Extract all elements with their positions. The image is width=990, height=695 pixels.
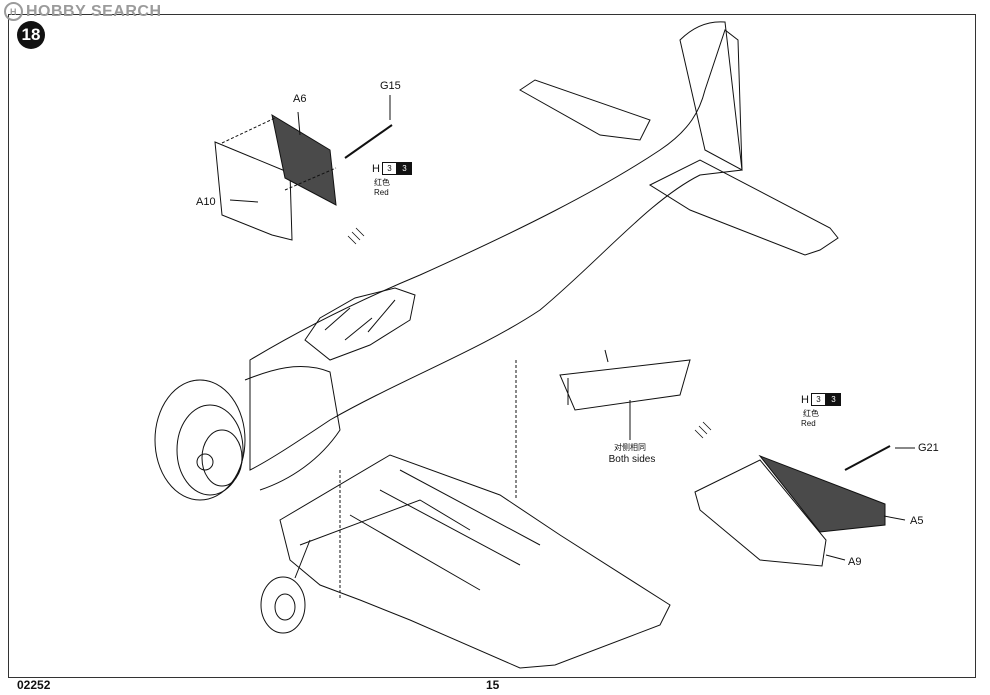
landing-wheel (260, 576, 306, 634)
label-a5: A5 (910, 515, 924, 527)
watermark: H HOBBY SEARCH (4, 2, 162, 21)
paint-callout-top: H 3 3 (372, 162, 412, 175)
paint-name-en-right: Red (801, 419, 816, 428)
note-zh: 对侧相同 (614, 443, 646, 452)
label-g15: G15 (380, 80, 401, 92)
canopy (304, 287, 416, 361)
fuselage-outline (249, 29, 743, 471)
product-code: 02252 (17, 678, 51, 692)
paint-code-box-filled: 3 (396, 162, 412, 175)
page-number: 15 (486, 678, 500, 692)
part-g15 (344, 124, 393, 159)
horizontal-stabilizer-left (519, 79, 651, 141)
step-number-badge: 18 (17, 21, 45, 49)
propeller-hub (196, 453, 214, 471)
label-g21: G21 (918, 442, 939, 454)
watermark-text: HOBBY SEARCH (26, 2, 162, 20)
panel-a5 (758, 454, 886, 533)
paint-letter: H (801, 393, 809, 406)
horizontal-stabilizer (648, 159, 839, 256)
side-panel (559, 359, 691, 411)
paint-code-box: 3 (810, 393, 826, 406)
label-a10: A10 (196, 196, 216, 208)
paint-letter: H (372, 162, 380, 175)
part-g21 (844, 445, 891, 471)
panel-a6 (271, 113, 337, 206)
label-a6: A6 (293, 93, 307, 105)
main-wing (279, 454, 671, 669)
paint-name-zh-top: 红色 (374, 178, 390, 187)
page-frame (8, 14, 976, 678)
panel-a10 (214, 141, 293, 241)
watermark-logo-icon: H (4, 2, 23, 21)
vertical-tail (679, 21, 743, 171)
note-en: Both sides (608, 454, 656, 465)
label-a9: A9 (848, 556, 862, 568)
paint-callout-right: H 3 3 (801, 393, 841, 406)
paint-name-en-top: Red (374, 188, 389, 197)
paint-code-box: 3 (381, 162, 397, 175)
paint-name-zh-right: 红色 (803, 409, 819, 418)
engine-cowling (154, 379, 246, 501)
panel-a9 (694, 459, 827, 567)
paint-code-box-filled: 3 (825, 393, 841, 406)
